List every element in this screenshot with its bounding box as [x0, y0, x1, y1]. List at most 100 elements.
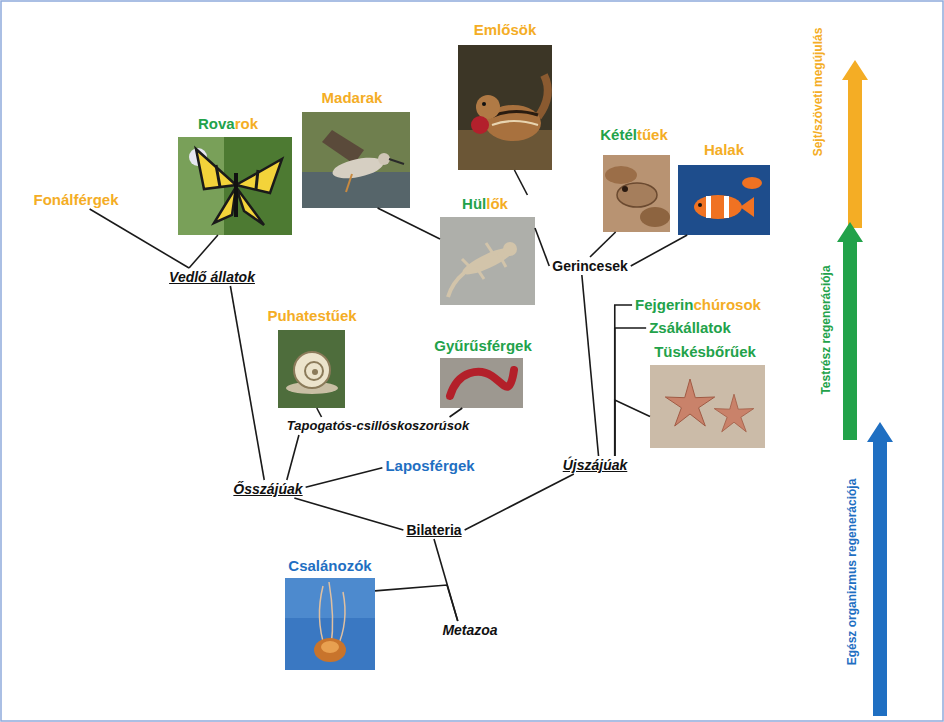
- clade-node: Metazoa: [439, 621, 500, 639]
- taxon-label: Puhatestűek: [264, 307, 359, 325]
- taxon-node: Rovarok: [178, 115, 292, 235]
- taxon-photo: [650, 365, 765, 448]
- taxon-label: Rovarok: [195, 115, 261, 133]
- label-part: Hül: [462, 195, 486, 212]
- tree-branch: [450, 408, 463, 417]
- label-part: Fejgerin: [635, 296, 693, 313]
- taxon-photo: [440, 358, 523, 408]
- label-part: Vedlő állatok: [169, 269, 255, 285]
- taxon-node: Puhatestűek: [264, 307, 359, 408]
- tree-branch: [590, 232, 616, 257]
- label-part: Metazoa: [442, 622, 497, 638]
- taxon-photo: [285, 578, 375, 670]
- label-part: Rova: [198, 115, 235, 132]
- taxon-label: Emlősök: [471, 21, 540, 39]
- taxon-label: Madarak: [319, 89, 386, 107]
- legend-item: Testrész regenerációja: [761, 323, 890, 337]
- clade-node: Ősszájúak: [230, 480, 305, 498]
- tree-branch: [535, 228, 549, 266]
- legend-label: Egész organizmus regenerációja: [845, 479, 859, 666]
- clade-node: Zsákállatok: [646, 319, 734, 337]
- legend-label: Testrész regenerációja: [819, 265, 833, 394]
- label-part: Tapogatós-csillóskoszorúsok: [287, 418, 469, 433]
- taxon-label: Kétéltűek: [597, 126, 671, 144]
- label-part: chúrosok: [693, 296, 761, 313]
- tree-branch: [287, 435, 299, 480]
- taxon-node: Madarak: [302, 89, 410, 208]
- tree-branch: [615, 400, 650, 456]
- clade-node: Vedlő állatok: [166, 268, 258, 286]
- taxon-label: Gyűrűsférgek: [431, 337, 535, 355]
- tree-branch: [230, 286, 264, 480]
- label-part: Puhatestűek: [267, 307, 356, 324]
- legend-item: Egész organizmus regenerációja: [759, 565, 944, 579]
- label-part: Fonálférgek: [33, 191, 118, 208]
- tree-branch: [294, 498, 403, 530]
- taxon-label: Bilateria: [403, 521, 464, 539]
- clade-node: Laposférgek: [382, 457, 477, 475]
- label-part: Újszájúak: [563, 457, 628, 473]
- taxon-label: Ősszájúak: [230, 480, 305, 498]
- tree-branch: [582, 275, 599, 456]
- taxon-label: Metazoa: [439, 621, 500, 639]
- taxon-node: Emlősök: [458, 21, 552, 170]
- tree-branch: [615, 328, 646, 456]
- label-part: Gerincesek: [552, 258, 628, 274]
- label-part: lők: [486, 195, 508, 212]
- tree-branch: [631, 235, 687, 266]
- label-part: tűek: [637, 126, 668, 143]
- label-part: Bilateria: [406, 522, 461, 538]
- label-part: rok: [235, 115, 258, 132]
- taxon-label: Zsákállatok: [646, 319, 734, 337]
- taxon-label: Fejgerinchúrosok: [632, 296, 764, 314]
- tree-branch: [306, 468, 383, 487]
- label-part: Gyűrűsférgek: [434, 337, 532, 354]
- tree-branch: [90, 209, 189, 268]
- taxon-photo: [302, 112, 410, 208]
- taxon-label: Csalánozók: [285, 557, 374, 575]
- legend-arrow: [837, 222, 863, 440]
- taxon-node: Halak: [678, 141, 770, 235]
- clade-node: Tapogatós-csillóskoszorúsok: [284, 417, 472, 435]
- taxon-photo: [603, 155, 670, 232]
- clade-node: Fejgerinchúrosok: [632, 296, 764, 314]
- taxon-node: Hüllők: [440, 195, 535, 305]
- taxon-label: Fonálférgek: [30, 191, 121, 209]
- taxon-node: Tüskésbőrűek: [650, 343, 765, 448]
- taxon-label: Tüskésbőrűek: [651, 343, 759, 361]
- taxon-label: Vedlő állatok: [166, 268, 258, 286]
- taxon-node: Kétéltűek: [597, 126, 671, 232]
- taxon-label: Gerincesek: [549, 257, 631, 275]
- legend-label: Sejt/szöveti megújulás: [811, 28, 825, 157]
- clade-node: Bilateria: [403, 521, 464, 539]
- legend-arrow: [842, 60, 868, 228]
- tree-branch: [189, 235, 218, 268]
- label-part: Madarak: [322, 89, 383, 106]
- taxon-photo: [440, 217, 535, 305]
- label-part: Kétél: [600, 126, 637, 143]
- legend-arrow: [867, 422, 893, 716]
- taxon-node: Gyűrűsférgek: [431, 337, 535, 408]
- label-part: Halak: [704, 141, 744, 158]
- taxon-photo: [278, 330, 345, 408]
- tree-branch: [514, 170, 527, 195]
- label-part: Tüskésbőrűek: [654, 343, 756, 360]
- taxon-label: Laposférgek: [382, 457, 477, 475]
- label-part: Laposférgek: [385, 457, 474, 474]
- clade-node: Fonálférgek: [30, 191, 121, 209]
- tree-branch: [465, 474, 574, 530]
- taxon-photo: [678, 165, 770, 235]
- clade-node: Újszájúak: [560, 456, 631, 474]
- label-part: Csalánozók: [288, 557, 371, 574]
- taxon-label: Tapogatós-csillóskoszorúsok: [284, 417, 472, 435]
- label-part: Zsákállatok: [649, 319, 731, 336]
- legend-item: Sejt/szöveti megújulás: [754, 85, 883, 99]
- taxon-label: Hüllők: [459, 195, 511, 213]
- label-part: Ősszájúak: [233, 481, 302, 497]
- taxon-label: Újszájúak: [560, 456, 631, 474]
- taxon-label: Halak: [701, 141, 747, 159]
